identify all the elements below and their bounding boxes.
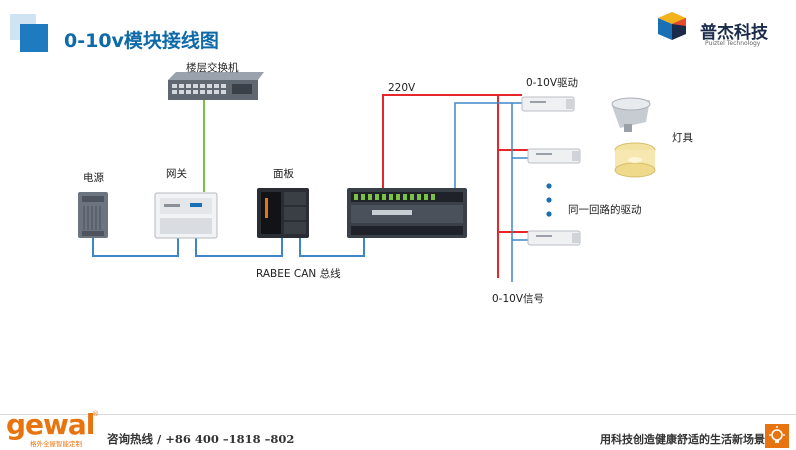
control-panel-icon bbox=[257, 188, 309, 238]
brand-name-en: Puiztel Technology bbox=[705, 40, 761, 47]
footer-slogan: 用科技创造健康舒适的生活新场景 bbox=[600, 433, 765, 446]
v220-label: 220V bbox=[388, 82, 416, 94]
footer-divider bbox=[0, 414, 796, 415]
bulb-icon bbox=[765, 424, 789, 448]
brand-logo-icon bbox=[658, 12, 686, 40]
gateway-label: 网关 bbox=[166, 168, 187, 180]
power-supply-icon bbox=[78, 192, 108, 238]
led-strip-lamp-icon bbox=[614, 142, 656, 178]
footer-hotline: 咨询热线 / +86 400 –1818 –802 bbox=[107, 432, 295, 446]
signal-label: 0-10V信号 bbox=[492, 293, 545, 305]
ellipsis-dot bbox=[546, 211, 552, 217]
gateway-icon bbox=[154, 192, 218, 239]
bus-line-gateway-panel bbox=[195, 238, 283, 257]
lamp-label: 灯具 bbox=[672, 132, 693, 144]
bus-label: RABEE CAN 总线 bbox=[256, 268, 341, 280]
driver-icon-3 bbox=[527, 230, 581, 246]
footer-logo-sub: 格外全屋智能定制 bbox=[30, 440, 82, 448]
signal-line-top bbox=[454, 102, 522, 192]
ellipsis-dot bbox=[546, 183, 552, 189]
network-switch-icon bbox=[168, 72, 264, 100]
footer-logo: gewal bbox=[6, 408, 95, 441]
bus-line-panel-module bbox=[299, 238, 365, 257]
same-loop-label: 同一回路的驱动 bbox=[568, 204, 642, 216]
title-mark-icon bbox=[10, 14, 48, 52]
ellipsis-dot bbox=[546, 197, 552, 203]
bus-line-power-gateway bbox=[92, 238, 179, 257]
page-title: 0-10v模块接线图 bbox=[64, 30, 219, 52]
spotlight-lamp-icon bbox=[611, 97, 651, 132]
dimming-module-icon bbox=[347, 188, 467, 238]
brand-name: 普杰科技 bbox=[700, 23, 768, 43]
driver-icon-2 bbox=[527, 148, 581, 164]
panel-label: 面板 bbox=[273, 168, 294, 180]
power-label: 电源 bbox=[83, 172, 104, 184]
power-line-220v bbox=[382, 94, 522, 192]
driver-icon-1 bbox=[521, 96, 575, 112]
driver-label: 0-10V驱动 bbox=[526, 77, 579, 89]
wiring-diagram bbox=[78, 72, 656, 282]
footer-logo-reg: ® bbox=[92, 410, 99, 418]
switch-label: 楼层交换机 bbox=[186, 62, 239, 74]
